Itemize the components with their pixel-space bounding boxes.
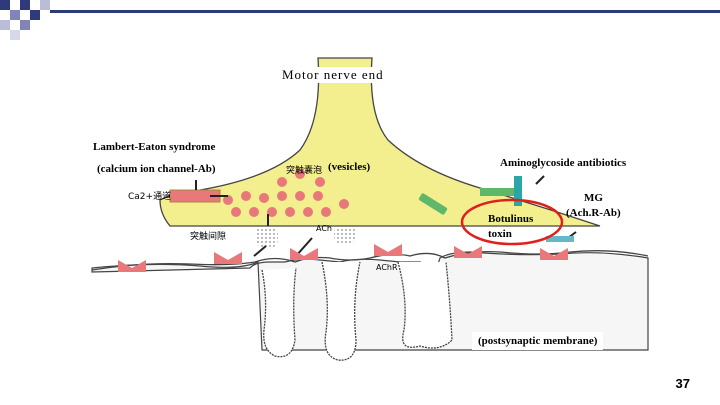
aminoglycoside-stem xyxy=(514,176,522,206)
mg-label-line1: MG xyxy=(584,192,603,204)
title-rule xyxy=(50,10,720,13)
muscle-surface xyxy=(91,250,649,271)
mg-label-line2: (Ach.R-Ab) xyxy=(566,207,621,219)
junctional-fold-3 xyxy=(397,261,453,349)
corner-checker-decoration xyxy=(0,0,50,40)
nerve-terminal xyxy=(159,57,601,227)
botulinus-label-line1: Botulinus xyxy=(488,213,534,225)
synaptic-vesicles xyxy=(223,169,349,217)
ach-release-cluster-1 xyxy=(256,226,278,248)
ach-label: ACh xyxy=(316,224,332,233)
synaptic-cleft-label: 突触间隙 xyxy=(190,232,227,242)
mg-antibody-block xyxy=(546,236,574,242)
ach-release-cluster-2 xyxy=(334,224,356,244)
aminoglycoside-label: Aminoglycoside antibiotics xyxy=(500,157,627,169)
botulinus-highlight-circle xyxy=(460,198,564,246)
achr-label: AChR xyxy=(376,263,398,272)
vesicles-zh-label: 突触囊泡 xyxy=(286,166,323,176)
junctional-fold-1 xyxy=(261,267,297,358)
ach-receptors xyxy=(118,244,568,272)
lambert-eaton-detail-label: (calcium ion channel-Ab) xyxy=(93,161,220,177)
aminoglycoside-bar xyxy=(480,188,518,196)
motor-nerve-end-title: Motor nerve end xyxy=(282,67,384,83)
slide-page-number: 37 xyxy=(675,376,690,391)
lambert-eaton-label: Lambert-Eaton syndrome xyxy=(93,141,216,153)
botulinus-toxin-marker xyxy=(418,193,448,215)
junctional-fold-2 xyxy=(321,261,361,361)
postsynaptic-membrane-label: (postsynaptic membrane) xyxy=(472,332,604,350)
botulinus-label-line2: toxin xyxy=(488,228,512,240)
calcium-channel-label: Ca2+通道 xyxy=(128,192,172,202)
vesicles-en-label: (vesicles) xyxy=(328,161,371,173)
